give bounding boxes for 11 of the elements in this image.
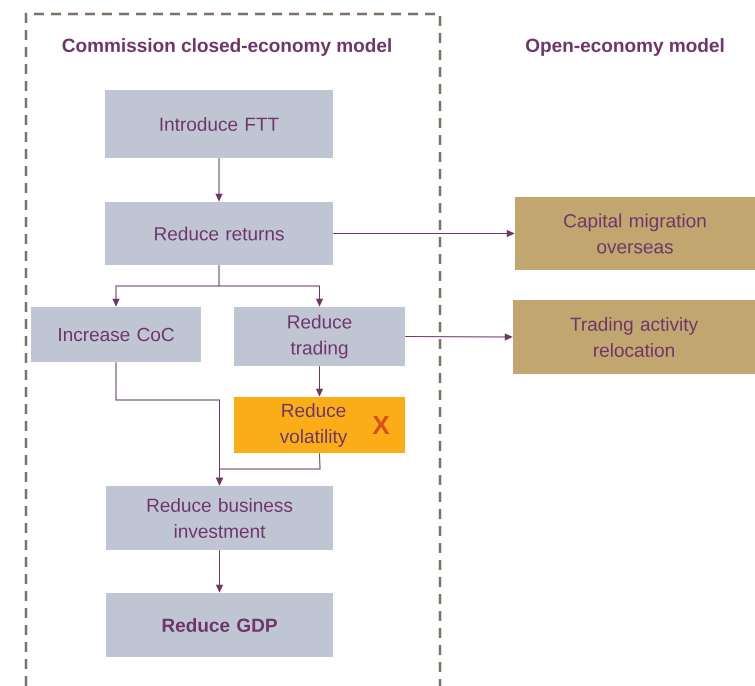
process-box: Reduce returns (105, 202, 333, 265)
process-box: Capital migration overseas (515, 197, 755, 270)
process-box: Increase CoC (31, 307, 201, 362)
process-box: Trading activity relocation (513, 300, 755, 374)
process-box: Reduce trading (234, 307, 405, 366)
highlight-box: Reduce volatility X (234, 397, 405, 453)
process-box: Introduce FTT (105, 90, 333, 158)
process-box: Reduce business investment (106, 486, 333, 550)
heading: Commission closed-economy model (62, 38, 391, 56)
process-box: Reduce GDP (106, 593, 333, 657)
heading: Open-economy model (526, 38, 724, 56)
